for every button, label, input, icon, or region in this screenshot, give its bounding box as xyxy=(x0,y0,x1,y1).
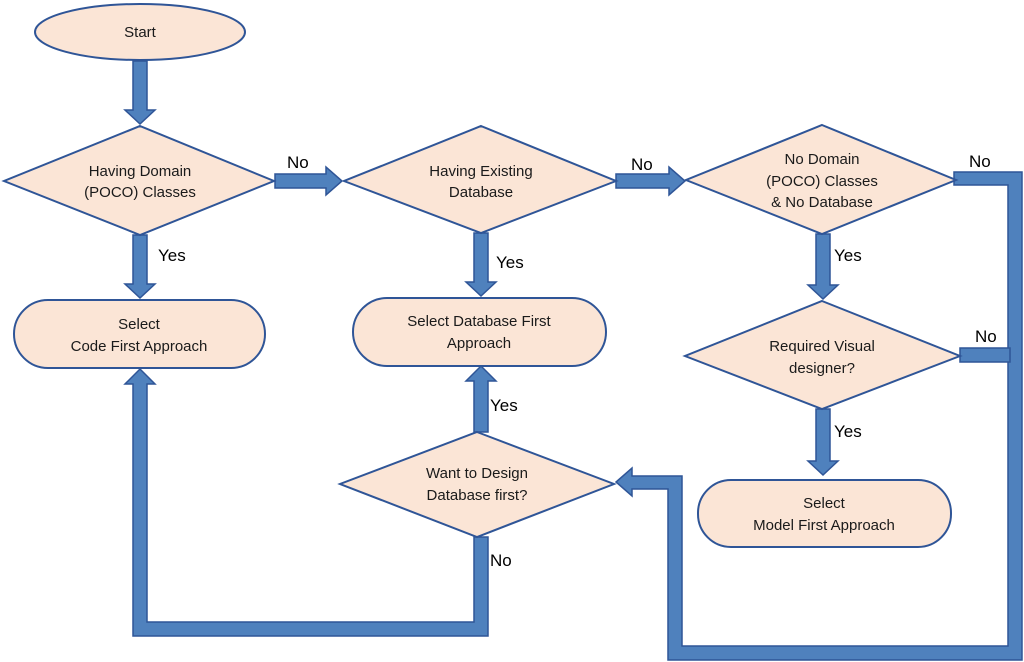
terminator-model-first-shape xyxy=(697,479,952,548)
connector-domain-no xyxy=(274,165,344,197)
terminator-model-first: Select Model First Approach xyxy=(697,479,952,548)
terminator-code-first: Select Code First Approach xyxy=(13,299,266,369)
decision-design-line-1: Want to Design xyxy=(426,465,528,482)
decision-no-domain-no-database-shape xyxy=(683,123,959,236)
edge-label-database-yes: Yes xyxy=(496,253,524,272)
terminator-model-first-line-2: Model First Approach xyxy=(753,517,895,534)
decision-required-visual-line-2: designer? xyxy=(789,360,855,377)
decision-having-database-line-2: Database xyxy=(449,184,513,201)
decision-design-database-first: Want to Design Database first? xyxy=(337,430,617,539)
terminator-database-first-shape xyxy=(352,297,607,367)
connector-nodomain-yes xyxy=(806,233,840,301)
edge-label-visual-yes: Yes xyxy=(834,422,862,441)
decision-design-database-first-shape xyxy=(337,430,617,539)
decision-having-database-shape xyxy=(341,124,619,235)
decision-having-domain: Having Domain (POCO) Classes xyxy=(1,124,277,237)
edge-label-database-no: No xyxy=(631,155,653,174)
terminator-database-first: Select Database First Approach xyxy=(352,297,607,367)
decision-required-visual: Required Visual designer? xyxy=(682,299,963,411)
edge-label-visual-no: No xyxy=(975,327,997,346)
decision-no-domain-no-database: No Domain (POCO) Classes & No Database xyxy=(683,123,959,236)
terminator-code-first-line-1: Select xyxy=(118,316,161,333)
terminator-database-first-line-2: Approach xyxy=(447,335,511,352)
connector-start-to-domain xyxy=(123,60,157,126)
decision-required-visual-shape xyxy=(682,299,963,411)
edge-labels: No Yes No Yes No Yes No Yes Yes No xyxy=(158,152,997,570)
connector-design-yes xyxy=(464,364,498,433)
connector-design-no xyxy=(123,367,489,637)
connector-domain-yes xyxy=(123,234,157,300)
start-label: Start xyxy=(124,24,157,41)
connector-visual-yes xyxy=(806,408,840,477)
decision-having-domain-shape xyxy=(1,124,277,237)
decision-having-domain-line-2: (POCO) Classes xyxy=(84,184,196,201)
connector-nodomain-no xyxy=(614,171,1023,661)
decision-no-domain-line-3: & No Database xyxy=(771,194,873,211)
terminator-code-first-line-2: Code First Approach xyxy=(71,338,208,355)
start-terminator: Start xyxy=(34,3,246,61)
connectors xyxy=(123,60,1023,661)
terminator-database-first-line-1: Select Database First xyxy=(407,313,551,330)
decision-having-database-line-1: Having Existing xyxy=(429,163,532,180)
terminator-code-first-shape xyxy=(13,299,266,369)
edge-label-domain-no: No xyxy=(287,153,309,172)
connector-database-yes xyxy=(464,232,498,298)
decision-required-visual-line-1: Required Visual xyxy=(769,338,875,355)
edge-label-nodomain-no: No xyxy=(969,152,991,171)
edge-label-nodomain-yes: Yes xyxy=(834,246,862,265)
decision-design-line-2: Database first? xyxy=(427,487,528,504)
connector-visual-no xyxy=(959,347,1011,363)
edge-label-domain-yes: Yes xyxy=(158,246,186,265)
decision-no-domain-line-1: No Domain xyxy=(784,151,859,168)
connector-database-no xyxy=(615,165,687,197)
terminator-model-first-line-1: Select xyxy=(803,495,846,512)
decision-having-database: Having Existing Database xyxy=(341,124,619,235)
edge-label-design-no: No xyxy=(490,551,512,570)
edge-label-design-yes: Yes xyxy=(490,396,518,415)
decision-no-domain-line-2: (POCO) Classes xyxy=(766,173,878,190)
decision-having-domain-line-1: Having Domain xyxy=(89,163,192,180)
start-shape xyxy=(34,3,246,61)
